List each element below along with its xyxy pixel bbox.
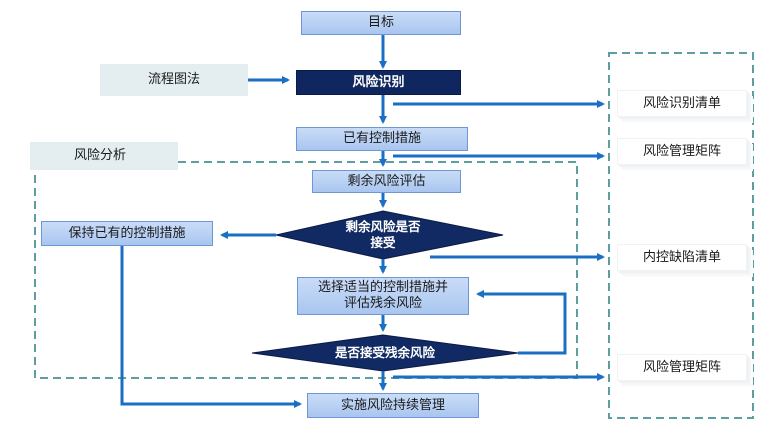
accept-residual-risk-line1: 剩余风险是否 — [345, 219, 421, 234]
internal-control-deficiencies-label: 内控缺陷清单 — [642, 249, 721, 265]
select-controls-line2: 评估残余风险 — [343, 296, 422, 311]
existing-controls-label: 已有控制措施 — [342, 131, 421, 146]
implement-risk-management-label: 实施风险持续管理 — [340, 397, 445, 413]
risk-list-output: 风险识别清单 — [617, 90, 747, 117]
risk-matrix-output-1: 风险管理矩阵 — [617, 138, 747, 165]
accept-residual-risk-text: 剩余风险是否 接受 — [320, 216, 446, 254]
flowchart-method-node: 流程图法 — [100, 64, 248, 96]
accept-remaining-risk-text: 是否接受残余风险 — [300, 343, 470, 363]
arrow-loop-back — [476, 290, 567, 355]
risk-matrix-output-2: 风险管理矩阵 — [617, 354, 747, 381]
risk-identification-label: 风险识别 — [352, 74, 405, 90]
risk-analysis-node: 风险分析 — [30, 142, 178, 170]
outputs-frame — [608, 52, 754, 419]
risk-identification-node: 风险识别 — [296, 70, 461, 95]
goal-label: 目标 — [367, 15, 394, 30]
residual-risk-assessment-node: 剩余风险评估 — [312, 170, 461, 193]
residual-risk-assessment-label: 剩余风险评估 — [347, 173, 426, 189]
goal-node: 目标 — [301, 11, 461, 35]
accept-remaining-risk-label: 是否接受残余风险 — [334, 345, 435, 360]
flowchart-method-label: 流程图法 — [147, 72, 200, 87]
existing-controls-node: 已有控制措施 — [296, 127, 468, 151]
risk-list-label: 风险识别清单 — [642, 95, 721, 111]
internal-control-deficiencies-output: 内控缺陷清单 — [617, 244, 747, 271]
select-controls-node: 选择适当的控制措施并 评估残余风险 — [297, 277, 469, 315]
risk-matrix-1-label: 风险管理矩阵 — [642, 143, 721, 159]
maintain-controls-node: 保持已有的控制措施 — [41, 221, 213, 246]
accept-residual-risk-diamond — [275, 210, 504, 260]
risk-matrix-2-label: 风险管理矩阵 — [642, 359, 721, 375]
implement-risk-management-node: 实施风险持续管理 — [307, 393, 479, 418]
maintain-controls-label: 保持已有的控制措施 — [68, 225, 186, 241]
risk-analysis-label: 风险分析 — [74, 148, 127, 163]
risk-analysis-frame — [34, 161, 578, 379]
accept-residual-risk-line2: 接受 — [370, 235, 396, 250]
select-controls-line1: 选择适当的控制措施并 — [317, 280, 448, 295]
arrow-maintain-to-implement — [120, 246, 302, 408]
